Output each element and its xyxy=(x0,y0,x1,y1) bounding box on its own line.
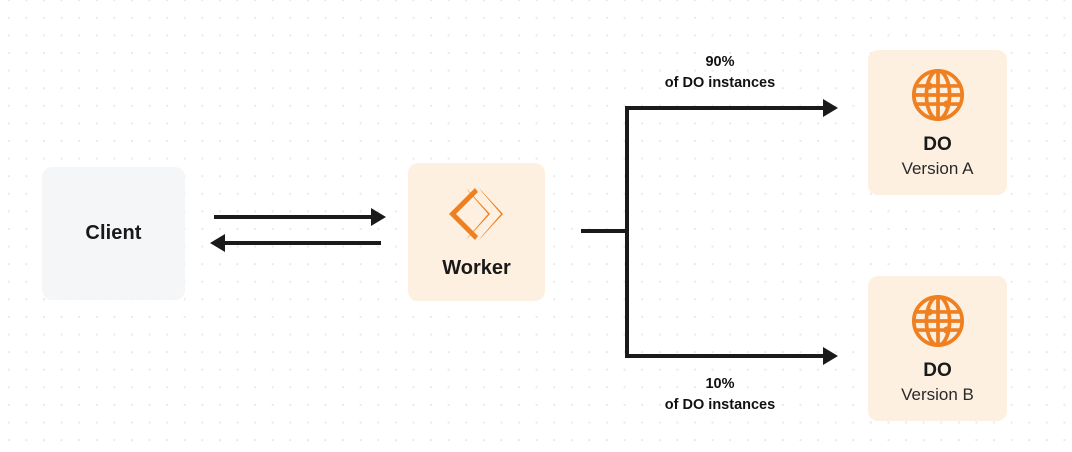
edge-label-do-a: 90% of DO instances xyxy=(610,52,830,94)
node-do-version-b[interactable]: DO Version B xyxy=(868,276,1007,421)
node-do-a-label: DO xyxy=(923,134,952,155)
edge-label-do-b-caption: of DO instances xyxy=(664,397,776,414)
cloudflare-workers-icon xyxy=(446,185,508,243)
edge-label-do-a-caption: of DO instances xyxy=(664,75,776,92)
edge-worker-to-client-line xyxy=(224,241,381,245)
globe-icon xyxy=(909,66,967,124)
edge-branch-trunk xyxy=(625,106,629,358)
node-worker-label: Worker xyxy=(442,257,511,279)
edge-label-do-b-percent: 10% xyxy=(705,376,735,392)
node-do-b-label: DO xyxy=(923,360,952,381)
node-do-a-sublabel: Version A xyxy=(901,158,974,178)
edge-label-do-a-percent: 90% xyxy=(705,54,735,70)
edge-label-do-b: 10% of DO instances xyxy=(610,374,830,416)
node-worker[interactable]: Worker xyxy=(408,163,545,301)
node-do-b-sublabel: Version B xyxy=(901,384,974,404)
edge-branch-top-arrowhead xyxy=(823,99,838,117)
edge-client-to-worker-line xyxy=(214,215,381,219)
edge-client-to-worker-arrowhead xyxy=(371,208,386,226)
edge-worker-to-client-arrowhead xyxy=(210,234,225,252)
node-do-version-a[interactable]: DO Version A xyxy=(868,50,1007,195)
edge-branch-bottom-arrowhead xyxy=(823,347,838,365)
edge-branch-bottom-line xyxy=(625,354,833,358)
node-client[interactable]: Client xyxy=(42,167,185,300)
edge-branch-stub xyxy=(581,229,629,233)
edge-branch-top-line xyxy=(625,106,833,110)
node-client-label: Client xyxy=(85,222,142,244)
globe-icon xyxy=(909,292,967,350)
